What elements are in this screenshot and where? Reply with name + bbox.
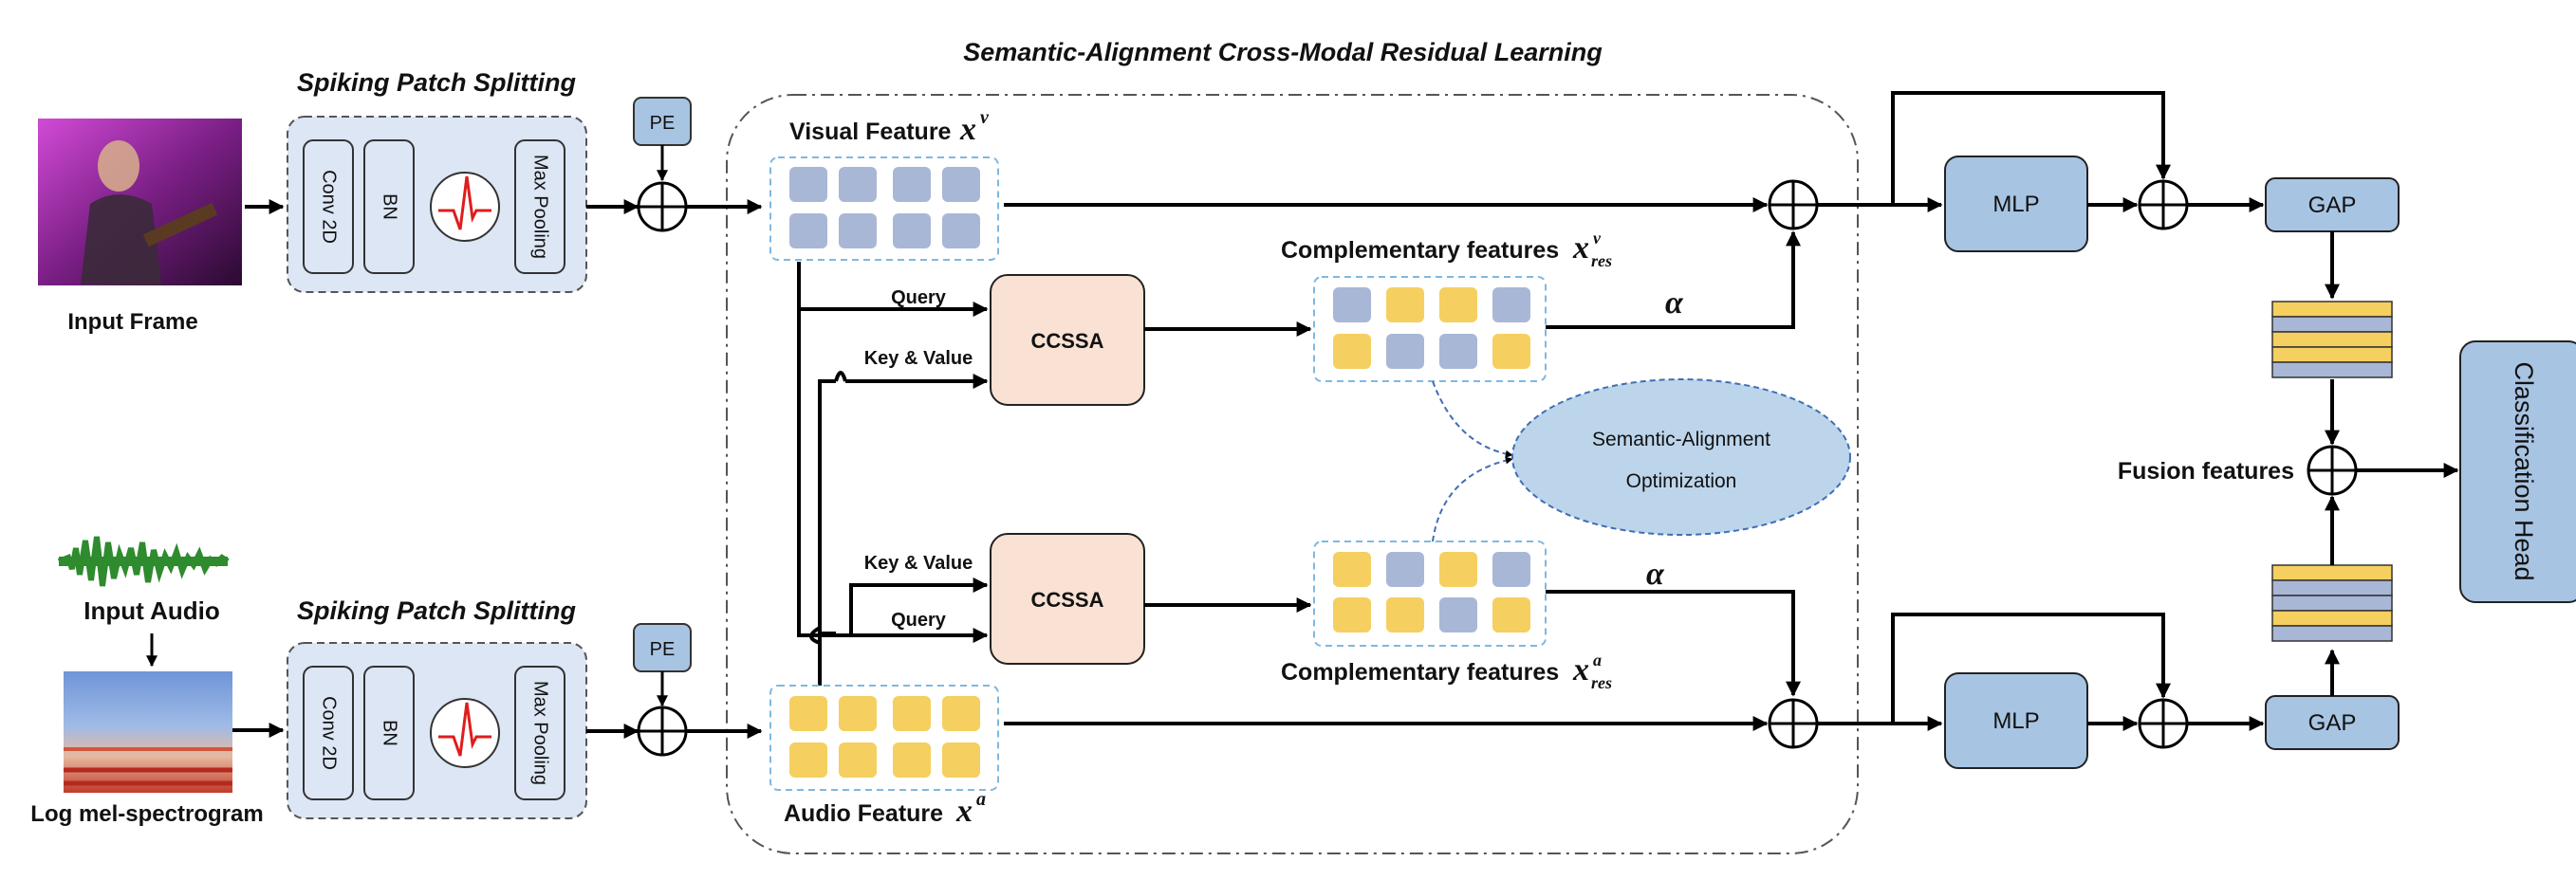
visual-conv2d-label: Conv 2D xyxy=(319,170,340,244)
audio-bn-box xyxy=(363,666,415,800)
spike-neuron-icon xyxy=(430,698,500,768)
visual-feature-sup: v xyxy=(980,107,990,128)
visual-complementary-tokens xyxy=(1313,276,1547,382)
input-audio-label: Input Audio xyxy=(83,596,219,625)
visual-alpha: α xyxy=(1665,285,1684,321)
audio-to-optimization-dashed-arrow xyxy=(1432,456,1513,542)
visual-to-optimization-dashed-arrow xyxy=(1432,380,1513,458)
visual-pe-label: PE xyxy=(650,113,676,134)
audio-alpha: α xyxy=(1646,557,1665,592)
visual-mlp-skip xyxy=(1891,91,2171,205)
audio-alpha-path xyxy=(1546,590,1801,697)
residual-learning-container xyxy=(726,94,1859,854)
audio-feature-tokens xyxy=(769,685,999,791)
visual-maxpool-box xyxy=(514,139,565,274)
sum-icon xyxy=(637,181,688,232)
audio-ccssa-block xyxy=(990,533,1145,665)
audio-residual-sum xyxy=(1768,698,1819,749)
visual-ccssa-block xyxy=(990,274,1145,406)
audio-comp-symbol: x xyxy=(1572,652,1589,688)
audio-key-value-label: Key & Value xyxy=(864,553,973,574)
visual-query-label: Query xyxy=(891,287,947,308)
spectrogram-image xyxy=(64,671,232,793)
audio-conv2d-box xyxy=(303,666,354,800)
audio-conv2d-label: Conv 2D xyxy=(319,696,340,770)
visual-alpha-path xyxy=(1546,230,1801,329)
visual-mlp-label: MLP xyxy=(1992,192,2039,217)
audio-query-label: Query xyxy=(891,610,947,631)
visual-gap-label: GAP xyxy=(2308,192,2357,218)
audio-mlp-skip xyxy=(1891,613,2171,724)
sum-icon xyxy=(637,706,688,757)
visual-conv2d-box xyxy=(303,139,354,274)
waveform-image xyxy=(57,536,230,587)
visual-comp-sup: v xyxy=(1593,229,1602,248)
optimization-label-line1: Semantic-Alignment xyxy=(1592,429,1770,450)
audio-complementary-label: Complementary features xyxy=(1281,659,1559,686)
visual-feature-tokens xyxy=(769,156,999,261)
visual-comp-symbol: x xyxy=(1572,230,1589,266)
visual-spiking-patch-splitting: Conv 2D BN Max Pooling xyxy=(287,116,587,293)
visual-head-sum xyxy=(2138,179,2189,230)
input-frame-label: Input Frame xyxy=(67,309,197,335)
audio-head-sum xyxy=(2138,698,2189,749)
visual-feature-label: Visual Feature xyxy=(789,119,952,145)
fusion-sum xyxy=(2307,445,2358,496)
classification-head-block xyxy=(2459,340,2576,603)
audio-gap-label: GAP xyxy=(2308,710,2357,736)
audio-maxpool-box xyxy=(514,666,565,800)
audio-complementary-tokens xyxy=(1313,541,1547,647)
audio-splitting-title: Spiking Patch Splitting xyxy=(297,596,577,625)
audio-pe-label: PE xyxy=(650,639,676,660)
visual-ccssa-label: CCSSA xyxy=(1030,329,1103,353)
audio-ccssa-label: CCSSA xyxy=(1030,588,1103,612)
audio-mlp-block xyxy=(1944,672,2088,769)
audio-feature-label: Audio Feature xyxy=(784,800,943,827)
visual-bn-box xyxy=(363,139,415,274)
visual-comp-sub: res xyxy=(1591,251,1612,270)
visual-residual-sum xyxy=(1768,179,1819,230)
visual-to-audio-key-value-line xyxy=(797,262,851,637)
visual-complementary-label: Complementary features xyxy=(1281,237,1559,264)
visual-feature-symbol: x xyxy=(959,112,976,147)
visual-fusion-stack xyxy=(2271,301,2393,378)
visual-bn-label: BN xyxy=(380,193,400,220)
optimization-label-line2: Optimization xyxy=(1626,470,1737,492)
audio-feature-sup: a xyxy=(976,789,986,810)
classification-head-label: Classification Head xyxy=(2510,361,2538,580)
visual-key-value-label: Key & Value xyxy=(864,348,973,369)
fusion-features-label: Fusion features xyxy=(2118,458,2294,485)
input-frame-image xyxy=(38,119,242,285)
visual-splitting-title: Spiking Patch Splitting xyxy=(297,68,577,97)
semantic-alignment-optimization xyxy=(1511,378,1851,536)
audio-spiking-patch-splitting: Conv 2D BN Max Pooling xyxy=(287,642,587,819)
audio-feature-up-line xyxy=(818,632,836,686)
diagram-title: Semantic-Alignment Cross-Modal Residual … xyxy=(963,38,1603,66)
audio-feature-symbol: x xyxy=(955,794,973,829)
audio-mlp-label: MLP xyxy=(1992,708,2039,734)
audio-fusion-stack xyxy=(2271,564,2393,642)
spike-neuron-icon xyxy=(430,172,500,242)
line-crossing-hop-top xyxy=(834,371,847,382)
audio-to-visual-key-value-line xyxy=(818,379,836,686)
audio-maxpool-label: Max Pooling xyxy=(530,681,551,785)
audio-bn-label: BN xyxy=(380,720,400,746)
audio-comp-sub: res xyxy=(1591,673,1612,692)
visual-maxpool-label: Max Pooling xyxy=(530,155,551,259)
audio-comp-sup: a xyxy=(1593,651,1602,669)
spectrogram-label: Log mel-spectrogram xyxy=(30,801,263,827)
